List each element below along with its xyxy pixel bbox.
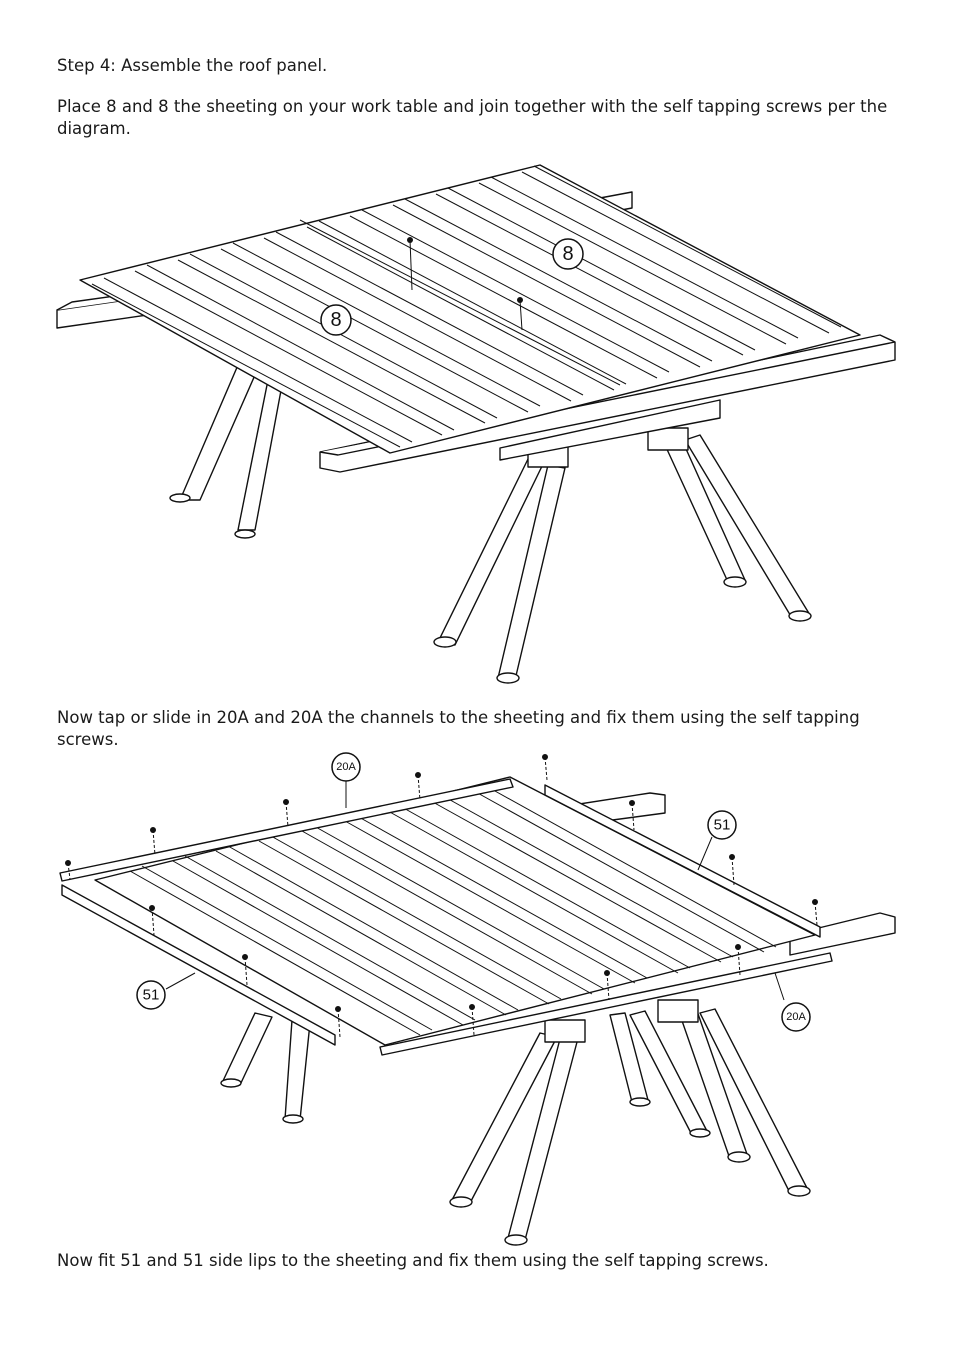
- callout-part-20a-bottom: 20A: [781, 1002, 811, 1032]
- callout-part-51-left: 51: [136, 980, 166, 1010]
- callout-part-8-back: 8: [552, 238, 584, 270]
- sheeting-diagram: 8 8: [56, 164, 896, 684]
- sawhorse-legs-2: [220, 999, 811, 1246]
- callout-part-51-right: 51: [707, 810, 737, 840]
- sawhorse-legs: [169, 364, 812, 684]
- step-title: Step 4: Assemble the roof panel.: [57, 56, 328, 75]
- callout-part-20a-top: 20A: [331, 752, 361, 782]
- screws: [65, 754, 818, 1038]
- side-lips-51: [61, 784, 821, 1046]
- callout-label: 51: [143, 987, 160, 1004]
- roof-sheeting: [79, 164, 861, 454]
- roof-sheeting-2: [94, 776, 816, 1046]
- callout-label: 20A: [786, 1011, 806, 1023]
- callout-label: 20A: [336, 761, 356, 773]
- callout-label: 8: [330, 309, 341, 331]
- sheeting-instruction: Place 8 and 8 the sheeting on your work …: [57, 97, 888, 138]
- channels-instruction: Now tap or slide in 20A and 20A the chan…: [57, 708, 860, 749]
- callout-label: 8: [562, 243, 573, 265]
- callout-part-8-front: 8: [320, 304, 352, 336]
- channels-and-lips-diagram: 20A 51 51 20A: [59, 752, 896, 1246]
- leader-lines: [165, 780, 785, 1001]
- channels-20a: [59, 778, 833, 1056]
- side-lips-instruction: Now fit 51 and 51 side lips to the sheet…: [57, 1251, 769, 1270]
- callout-label: 51: [714, 817, 731, 834]
